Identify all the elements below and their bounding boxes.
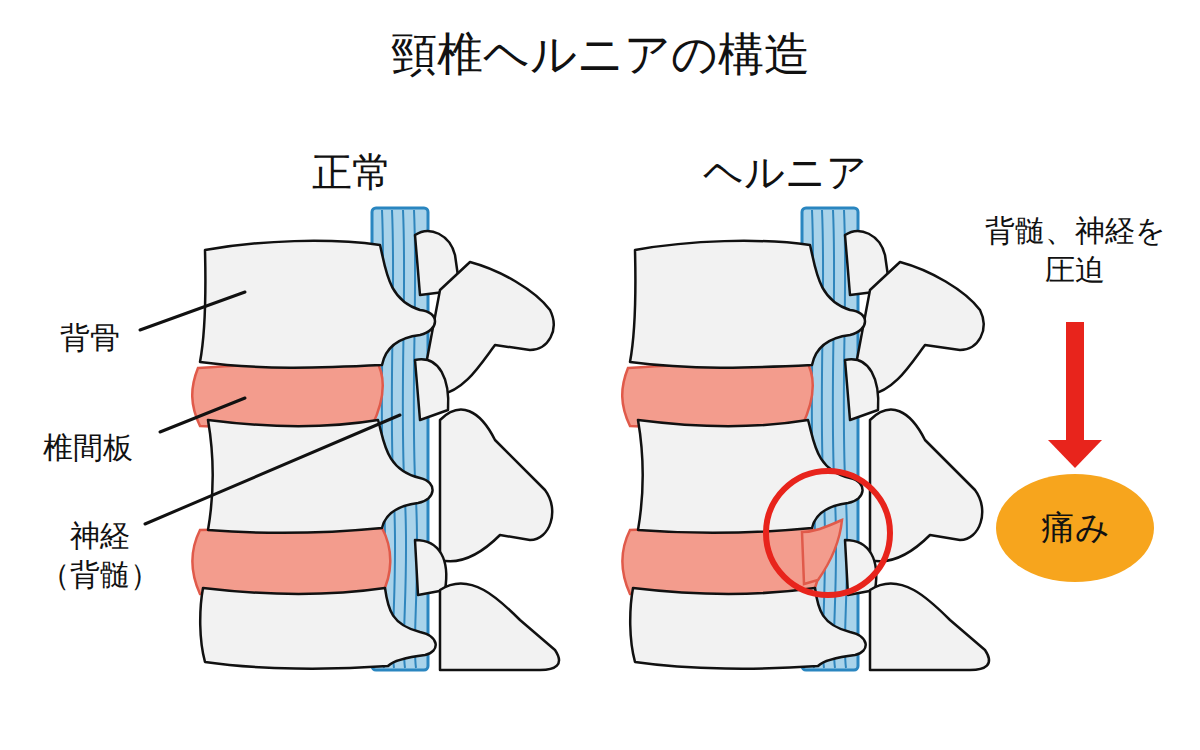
diagram-title: 頸椎ヘルニアの構造 bbox=[391, 25, 810, 85]
leader-line bbox=[160, 398, 245, 432]
panel-heading: ヘルニア bbox=[703, 146, 867, 198]
part-label: 背骨 bbox=[60, 318, 120, 357]
pain-ellipse: 痛み bbox=[995, 473, 1155, 583]
ellipse-shape bbox=[996, 474, 1154, 582]
node-label: 痛み bbox=[1041, 505, 1110, 551]
leader-line bbox=[140, 292, 245, 330]
panel-heading: 正常 bbox=[312, 146, 392, 198]
annotation-text: 背髄、神経を 圧迫 bbox=[985, 211, 1166, 289]
pressure-arrow bbox=[1048, 322, 1102, 468]
herniated-disc bbox=[802, 520, 842, 584]
node-text-group: 痛み bbox=[1041, 505, 1110, 551]
highlight-circle bbox=[766, 471, 890, 595]
part-label: 椎間板 bbox=[43, 428, 133, 467]
part-label: 神経 （背髄） bbox=[40, 516, 160, 594]
leader-line bbox=[145, 415, 400, 524]
herniated-spine bbox=[622, 208, 989, 670]
normal-spine bbox=[192, 208, 559, 670]
